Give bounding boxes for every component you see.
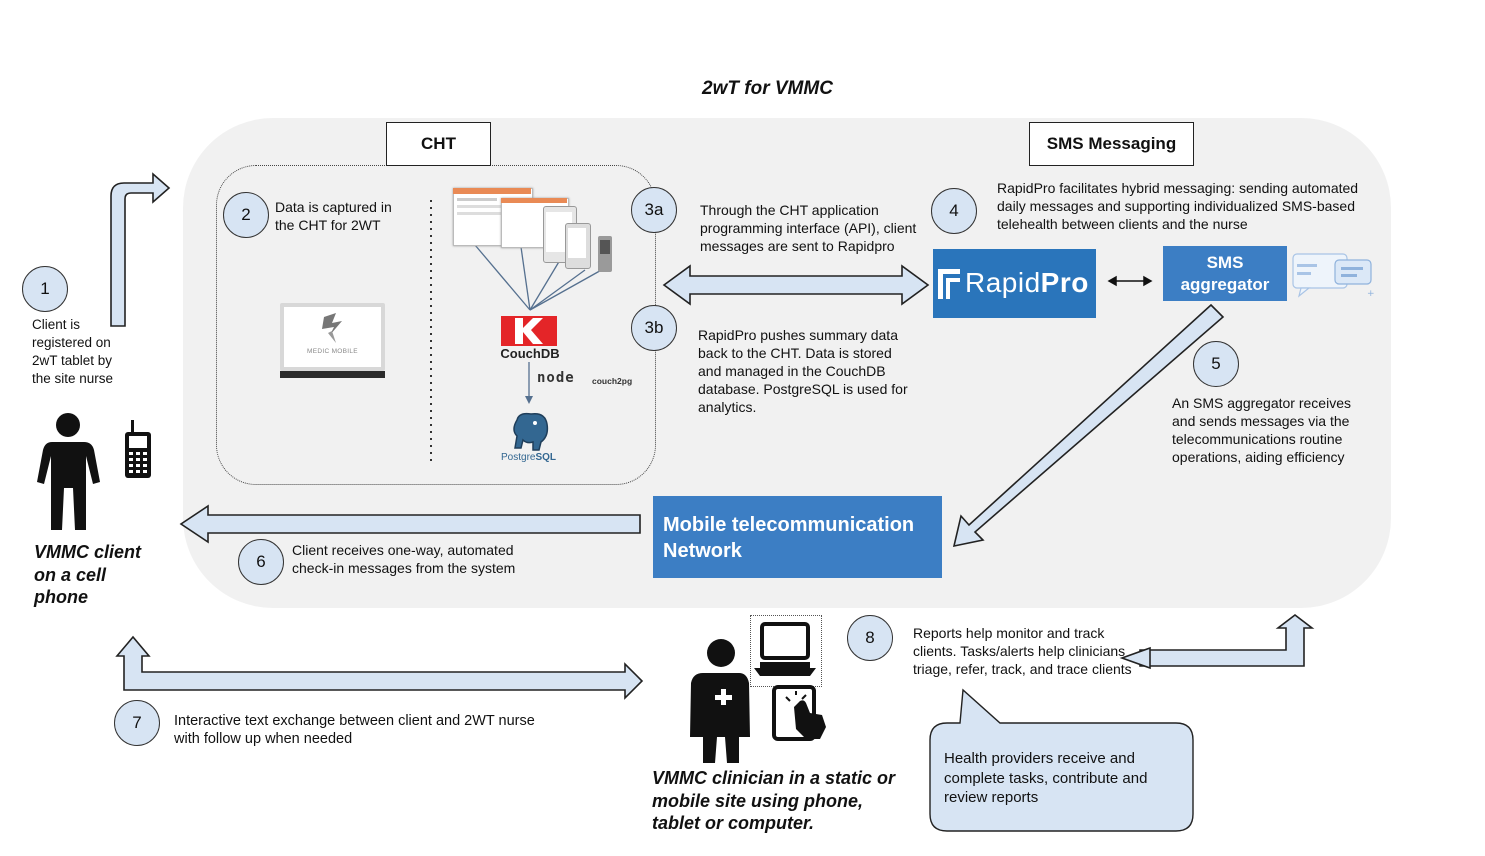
svg-text:+: + [1367,289,1375,299]
step-4-text: RapidPro facilitates hybrid messaging: s… [997,180,1359,232]
step-3a-text: Through the CHT application programming … [700,202,917,254]
arrow-client-clinician [115,635,644,700]
postgresql-text-a: Postgre [501,452,536,463]
arrow-cht-rapidpro [662,264,930,306]
rapidpro-mark-icon [938,269,960,299]
arrow-to-client [179,504,641,544]
couch2pg-text: couch2pg [592,376,633,386]
step-5-text: An SMS aggregator receives and sends mes… [1172,395,1351,465]
client-label: VMMC client on a cell phone [34,542,142,607]
step-3a-badge: 3a [631,187,677,233]
cell-phone-icon [125,420,151,478]
couchdb-text: CouchDB [500,346,560,361]
step-6-text: Client receives one-way, automated check… [292,542,516,576]
step-3b-badge: 3b [631,305,677,351]
clinician-person-icon [690,639,750,763]
cht-app-screenshots [453,188,618,273]
postgresql-elephant-icon [513,412,549,451]
diagram-title: 2wT for VMMC [702,78,833,99]
step-8-badge: 8 [847,615,893,661]
step-2-badge: 2 [223,192,269,238]
sms-aggregator-box: SMS aggregator [1163,246,1287,301]
telecom-network-box: Mobile telecommunication Network [653,496,942,578]
step-2-text: Data is captured in the CHT for 2WT [275,199,392,233]
postgresql-text-b: SQL [535,452,557,463]
step-1-text: Client is registered on 2wT tablet by th… [32,317,114,386]
step-7-badge: 7 [114,700,160,746]
medic-mobile-logo-icon [322,313,342,343]
rapidpro-aggregator-link [1107,275,1153,287]
rapidpro-wordmark-b: Pro [1040,267,1089,298]
medic-mobile-text: MEDIC MOBILE [307,348,358,355]
step-6-badge: 6 [238,539,284,585]
step-5-badge: 5 [1193,341,1239,387]
postgresql-text: PostgreSQL [501,452,556,463]
node-logo-text: node [537,370,575,386]
step-4-badge: 4 [931,188,977,234]
chat-bubbles-icon: + [1292,253,1375,299]
laptop-icon [754,622,816,676]
step-8-text: Reports help monitor and track clients. … [913,625,1132,677]
arrow-registration [110,172,171,327]
callout-text: Health providers receive and complete ta… [944,750,1148,806]
step-3b-text: RapidPro pushes summary data back to the… [698,327,908,415]
client-person-icon [37,413,100,530]
arrow-aggregator-network [952,303,1225,548]
rapidpro-wordmark-a: Rapid [965,267,1041,298]
sms-messaging-label: SMS Messaging [1029,122,1194,166]
rapidpro-logo: RapidPro [933,249,1096,318]
arrow-reports [1139,613,1315,667]
rapidpro-wordmark: RapidPro [965,267,1089,299]
step-1-badge: 1 [22,266,68,312]
step-7-text: Interactive text exchange between client… [174,713,535,747]
medic-mobile-monitor: MEDIC MOBILE [280,303,385,378]
callout-bubble [929,688,1194,832]
clinician-label: VMMC clinician in a static or mobile sit… [652,768,896,833]
cht-data-flow [474,239,606,398]
cht-label: CHT [386,122,491,166]
couchdb-logo-icon [501,316,557,346]
tablet-touch-icon [772,685,826,741]
